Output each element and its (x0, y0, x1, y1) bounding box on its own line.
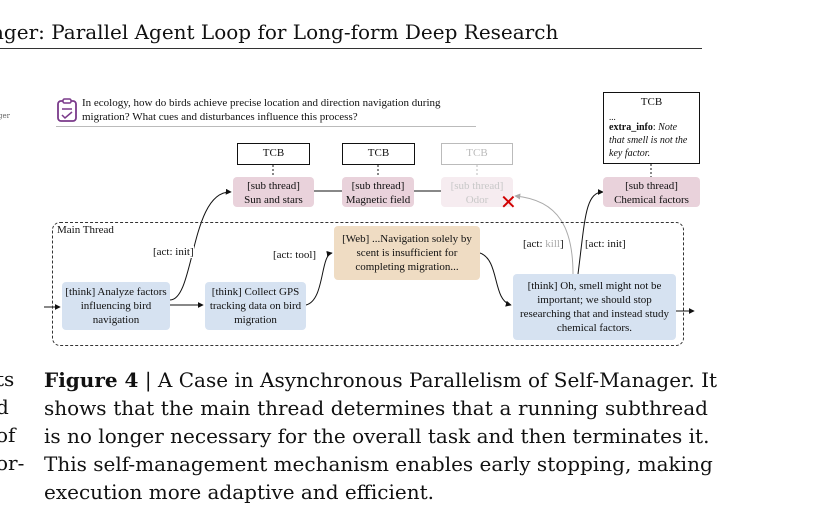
figure-caption: Figure 4 | A Case in Asynchronous Parall… (44, 366, 717, 506)
kill-mark-icon: ✕ (500, 190, 517, 214)
running-header-title: ager: Parallel Agent Loop for Long-form … (0, 20, 559, 44)
web-step-result-text: [Web] ...Navigation solely by scent is i… (342, 233, 472, 273)
init2-arrow (577, 189, 604, 275)
act-kill-prefix: [act: (523, 238, 546, 250)
caption-line-1-text: A Case in Asynchronous Parallelism of Se… (157, 368, 718, 392)
subthread-odor-terminated: [sub thread] Odor (441, 177, 513, 207)
subthread-topic: Odor (465, 194, 489, 206)
left-fragment-line-4: or- (0, 451, 25, 475)
web-step-result: [Web] ...Navigation solely by scent is i… (334, 226, 480, 280)
tcb-detail-title: TCB (640, 96, 663, 108)
kill-arrow (514, 193, 574, 275)
extra-info-value: Note that smell is not the key factor. (609, 122, 688, 159)
subthread-label: [sub thread] (351, 180, 405, 192)
subthread-topic: Magnetic field (345, 194, 411, 206)
tcb-box-1: TCB (237, 143, 310, 165)
left-fragment-small-1: ger (0, 112, 10, 120)
subthread-sun-and-stars: [sub thread] Sun and stars (233, 177, 314, 207)
subthread-label: [sub thread] (450, 180, 504, 192)
think-step-collect-text: [think] Collect GPS tracking data on bir… (209, 286, 302, 326)
left-fragment-line-3: of (0, 423, 16, 447)
think-step-stop-smell-text: [think] Oh, smell might not be important… (519, 280, 670, 334)
extra-info-key: extra_info (609, 122, 653, 133)
caption-separator: | (138, 368, 158, 392)
main-thread-label: Main Thread (57, 224, 114, 236)
tcb-detail-extra-info: extra_info: Note that smell is not the k… (609, 122, 688, 159)
clipboard-check-icon (57, 98, 77, 122)
header-rule (0, 48, 702, 49)
think-step-stop-smell: [think] Oh, smell might not be important… (513, 274, 676, 340)
tool-arrow (305, 250, 333, 306)
init-arrow (169, 188, 232, 301)
main-thread-frame (52, 222, 684, 346)
subthread-label: [sub thread] (247, 180, 300, 192)
tcb-box-3-faded: TCB (441, 143, 513, 165)
caption-line-2: shows that the main thread determines th… (44, 396, 708, 420)
left-fragment-line-2: d (0, 395, 9, 419)
act-kill-label: [act: kill] (523, 238, 564, 250)
think-step-analyze: [think] Analyze factors influencing bird… (62, 282, 170, 330)
tcb-box-2: TCB (342, 143, 415, 165)
web-to-think3-arrow (479, 252, 512, 307)
subthread-topic: Chemical factors (614, 194, 689, 206)
subthread-label: [sub thread] (625, 180, 678, 192)
tcb-detail-dots: ... (609, 112, 616, 122)
caption-line-3: is no longer necessary for the overall t… (44, 424, 710, 448)
act-init-label: [act: init] (153, 246, 194, 258)
act-kill-word: kill (545, 238, 560, 250)
act-tool-label: [act: tool] (273, 249, 317, 261)
think-step-analyze-text: [think] Analyze factors influencing bird… (65, 286, 167, 326)
think-step-collect: [think] Collect GPS tracking data on bir… (205, 282, 306, 330)
question-underline (56, 126, 476, 127)
act-init2-label: [act: init] (585, 238, 626, 250)
subthread-chemical-factors: [sub thread] Chemical factors (603, 177, 700, 207)
subthread-magnetic-field: [sub thread] Magnetic field (342, 177, 414, 207)
caption-line-4: This self-management mechanism enables e… (44, 452, 713, 476)
subthread-topic: Sun and stars (244, 194, 303, 206)
figure-label: Figure 4 (44, 368, 139, 392)
left-fragment-line-1: ts (0, 367, 15, 391)
tcb-detail-box: TCB ... extra_info: Note that smell is n… (603, 92, 700, 164)
research-question: In ecology, how do birds achieve precise… (82, 97, 441, 123)
caption-line-1: Figure 4 | A Case in Asynchronous Parall… (44, 366, 717, 394)
act-kill-suffix: ] (559, 238, 564, 250)
caption-line-5: execution more adaptive and efficient. (44, 480, 434, 504)
